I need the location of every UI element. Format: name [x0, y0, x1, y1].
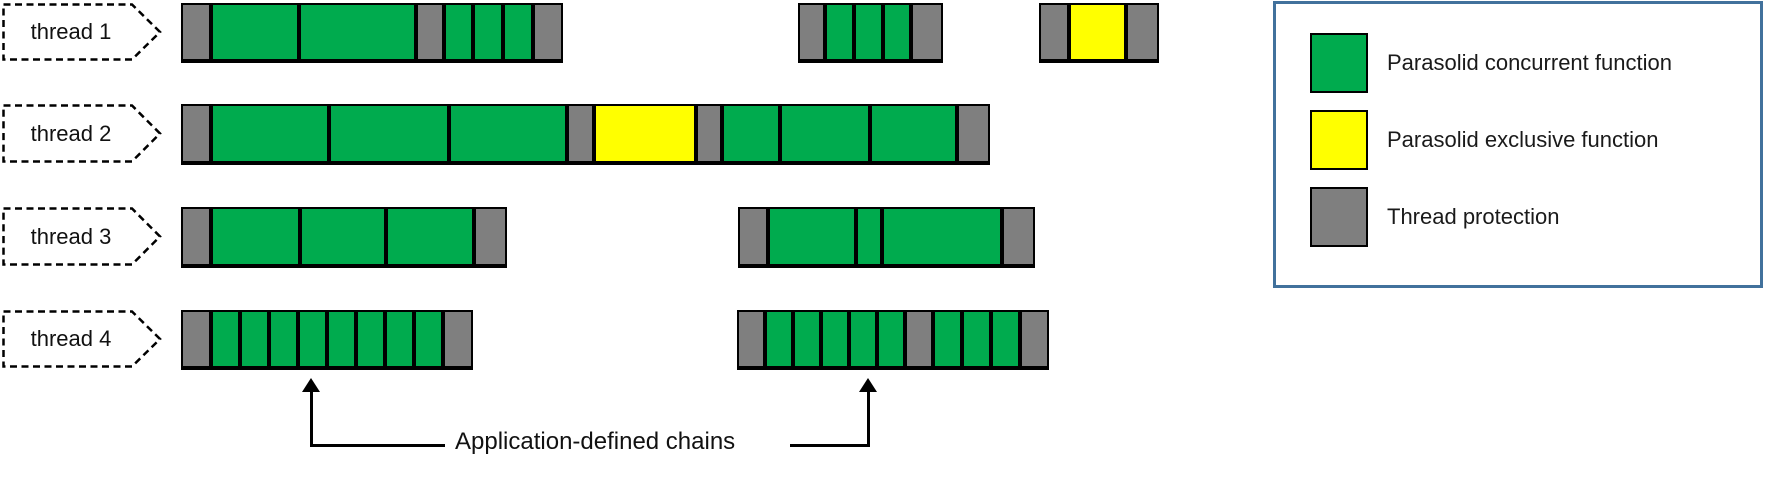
segment-concurrent — [877, 310, 905, 368]
concurrent-swatch-icon — [1310, 33, 1368, 93]
legend-item-protection: Thread protection — [1310, 187, 1760, 247]
thread-label-text: thread 2 — [30, 120, 112, 146]
segment-concurrent — [768, 207, 856, 266]
segment-concurrent — [780, 104, 870, 163]
segment-concurrent — [765, 310, 793, 368]
chain-group — [737, 310, 1049, 370]
segment-concurrent — [300, 207, 386, 266]
segment-exclusive — [1069, 3, 1126, 61]
segment-concurrent — [414, 310, 443, 368]
segment-protection — [1126, 3, 1159, 61]
segment-concurrent — [882, 207, 1002, 266]
segment-protection — [181, 104, 211, 163]
segment-protection — [1020, 310, 1049, 368]
segment-concurrent — [962, 310, 991, 368]
segment-concurrent — [883, 3, 911, 61]
legend-item-concurrent: Parasolid concurrent function — [1310, 33, 1760, 93]
protection-swatch-icon — [1310, 187, 1368, 247]
legend-label-concurrent: Parasolid concurrent function — [1387, 50, 1672, 75]
arrowhead-up-icon — [859, 378, 877, 392]
segment-concurrent — [821, 310, 849, 368]
chain-group — [1039, 3, 1159, 63]
chain-group — [181, 104, 990, 165]
segment-protection — [416, 3, 444, 61]
segment-concurrent — [444, 3, 473, 61]
thread-label-text: thread 3 — [30, 223, 112, 249]
thread-label-pentagon-icon — [2, 207, 162, 266]
thread-label-pentagon-icon — [2, 104, 162, 163]
segment-protection — [905, 310, 933, 368]
annotation-label: Application-defined chains — [455, 428, 736, 455]
thread-label-1: thread 1 — [2, 3, 162, 61]
segment-concurrent — [870, 104, 957, 163]
segment-concurrent — [722, 104, 780, 163]
thread-label-pentagon-icon — [2, 3, 162, 61]
segment-concurrent — [298, 310, 327, 368]
thread-row-4: thread 4 — [0, 310, 1776, 370]
segment-protection — [911, 3, 943, 61]
arrow-line-vertical — [310, 391, 313, 447]
segment-concurrent — [356, 310, 385, 368]
thread-label-text: thread 1 — [30, 19, 112, 44]
legend-label-exclusive: Parasolid exclusive function — [1387, 127, 1659, 152]
segment-exclusive — [594, 104, 696, 163]
segment-concurrent — [211, 104, 329, 163]
segment-protection — [1039, 3, 1069, 61]
segment-concurrent — [269, 310, 298, 368]
thread-row-1: thread 1 — [0, 3, 1776, 63]
segment-concurrent — [386, 207, 474, 266]
segment-concurrent — [854, 3, 883, 61]
segment-protection — [957, 104, 990, 163]
legend-label-protection: Thread protection — [1387, 204, 1560, 229]
segment-protection — [474, 207, 507, 266]
segment-concurrent — [211, 207, 300, 266]
segment-concurrent — [793, 310, 821, 368]
exclusive-swatch-icon — [1310, 110, 1368, 170]
segment-concurrent — [240, 310, 269, 368]
segment-concurrent — [503, 3, 533, 61]
segment-concurrent — [211, 3, 299, 61]
legend-item-exclusive: Parasolid exclusive function — [1310, 110, 1760, 170]
segment-protection — [798, 3, 825, 61]
chain-group — [181, 207, 507, 268]
segment-concurrent — [933, 310, 962, 368]
arrow-line-horizontal — [310, 444, 445, 447]
segment-concurrent — [473, 3, 503, 61]
segment-protection — [696, 104, 722, 163]
thread-label-text: thread 4 — [30, 326, 112, 351]
arrow-line-horizontal — [790, 444, 870, 447]
segment-concurrent — [825, 3, 854, 61]
thread-label-4: thread 4 — [2, 310, 162, 368]
segment-concurrent — [329, 104, 449, 163]
segment-concurrent — [849, 310, 877, 368]
segment-protection — [443, 310, 473, 368]
chain-group — [181, 3, 563, 63]
segment-concurrent — [449, 104, 567, 163]
segment-protection — [738, 207, 768, 266]
segment-concurrent — [991, 310, 1020, 368]
segment-protection — [181, 310, 211, 368]
thread-row-2: thread 2 — [0, 104, 1776, 165]
chain-group — [738, 207, 1035, 268]
segment-concurrent — [327, 310, 356, 368]
arrow-line-vertical — [867, 391, 870, 447]
segment-protection — [181, 3, 211, 61]
segment-protection — [533, 3, 563, 61]
thread-row-3: thread 3 — [0, 207, 1776, 268]
chain-group — [798, 3, 943, 63]
segment-concurrent — [856, 207, 882, 266]
thread-label-3: thread 3 — [2, 207, 162, 266]
segment-protection — [1002, 207, 1035, 266]
segment-concurrent — [299, 3, 416, 61]
thread-label-2: thread 2 — [2, 104, 162, 163]
segment-concurrent — [385, 310, 414, 368]
segment-concurrent — [211, 310, 240, 368]
segment-protection — [737, 310, 765, 368]
arrowhead-up-icon — [302, 378, 320, 392]
legend: Parasolid concurrent function Parasolid … — [1273, 1, 1763, 288]
segment-protection — [181, 207, 211, 266]
chain-group — [181, 310, 473, 370]
thread-label-pentagon-icon — [2, 310, 162, 368]
segment-protection — [567, 104, 594, 163]
